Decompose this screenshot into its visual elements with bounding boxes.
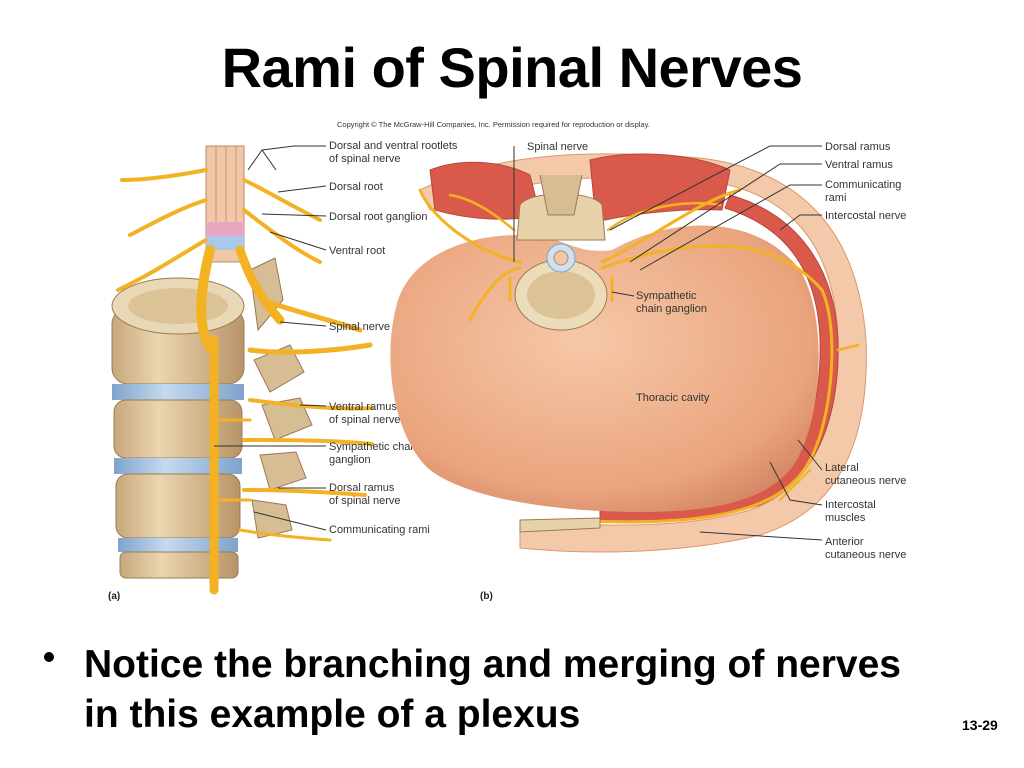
thoracic-cavity: [390, 225, 819, 512]
label-dorsal-root-ganglion: Dorsal root ganglion: [329, 211, 427, 223]
label-spinal-nerve-b: Spinal nerve: [527, 141, 588, 153]
slide-title: Rami of Spinal Nerves: [221, 36, 803, 99]
label-dorsal-root: Dorsal root: [329, 181, 383, 193]
label-intercostal-nerve: Intercostal nerve: [825, 210, 906, 222]
label-communicating-rami-a: Communicating rami: [329, 524, 430, 536]
vertebral-column: [111, 277, 245, 579]
label-ventral-ramus: Ventral ramus: [825, 159, 893, 171]
panel-a-leaders: [214, 145, 327, 531]
sternum: [519, 517, 601, 533]
slide-number: 13-29: [962, 717, 998, 733]
panel-a-tag: (a): [108, 591, 120, 602]
copyright-notice: Copyright © The McGraw-Hill Companies, I…: [337, 120, 650, 129]
bullet-text: Notice the branching and merging of nerv…: [84, 643, 901, 736]
label-thoracic-cavity: Thoracic cavity: [636, 392, 710, 404]
bullet-point-icon: [44, 652, 54, 662]
panel-a-nerves: [116, 168, 374, 595]
label-spinal-nerve-a: Spinal nerve: [329, 321, 390, 333]
panel-b-tag: (b): [480, 591, 493, 602]
label-ventral-root: Ventral root: [329, 245, 385, 257]
panel-b-leaders: [513, 145, 823, 541]
label-dorsal-ramus: Dorsal ramus: [825, 141, 891, 153]
spinal-cord: [205, 145, 245, 263]
vertebral-processes: [249, 257, 313, 539]
thoracic-vertebra: [514, 174, 608, 331]
